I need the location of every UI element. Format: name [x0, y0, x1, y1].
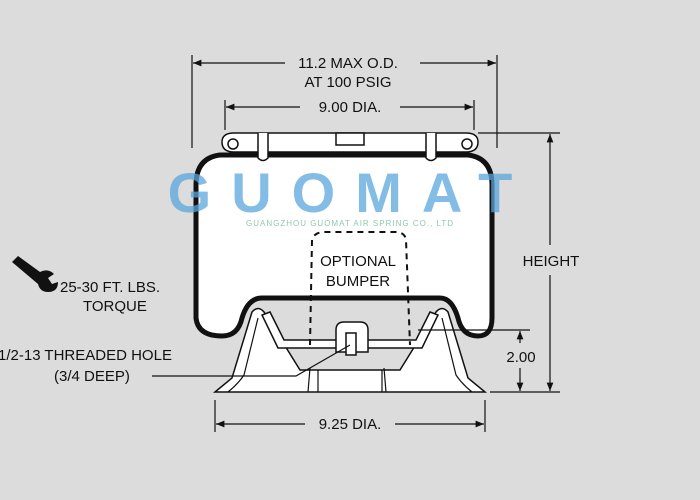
optional-bumper-outline [309, 231, 411, 346]
bumper-label-2: BUMPER [326, 273, 390, 290]
threaded-hole-leader [152, 344, 351, 377]
bottom-dia-label: 9.25 DIA. [319, 416, 382, 433]
max-od-dimension: 11.2 MAX O.D. AT 100 PSIG [191, 55, 498, 148]
wrench-icon [12, 256, 58, 292]
top-bead-plate [221, 132, 479, 162]
torque-label-1: 25-30 FT. LBS. [60, 279, 160, 296]
height-dimension: HEIGHT [478, 132, 580, 393]
height-label: HEIGHT [523, 253, 580, 270]
max-od-label-1: 11.2 MAX O.D. [298, 55, 398, 72]
max-od-label-2: AT 100 PSIG [305, 74, 392, 91]
bellows [193, 152, 495, 339]
threaded-hole-label-2: (3/4 DEEP) [54, 368, 130, 385]
watermark-logo: GUOMAT [168, 161, 533, 224]
threaded-hole-label-1: 1/2-13 THREADED HOLE [0, 347, 172, 364]
watermark-company: GUANGZHOU GUOMAT AIR SPRING CO., LTD [246, 219, 454, 228]
piston [212, 307, 488, 393]
bottom-dia-dimension: 9.25 DIA. [214, 400, 486, 433]
base-height-dimension: 2.00 [418, 329, 536, 391]
bumper-label-1: OPTIONAL [320, 253, 396, 270]
base-height-label: 2.00 [506, 349, 535, 366]
torque-label-2: TORQUE [83, 298, 147, 315]
top-dia-dimension: 9.00 DIA. [224, 99, 475, 130]
top-dia-label: 9.00 DIA. [319, 99, 382, 116]
